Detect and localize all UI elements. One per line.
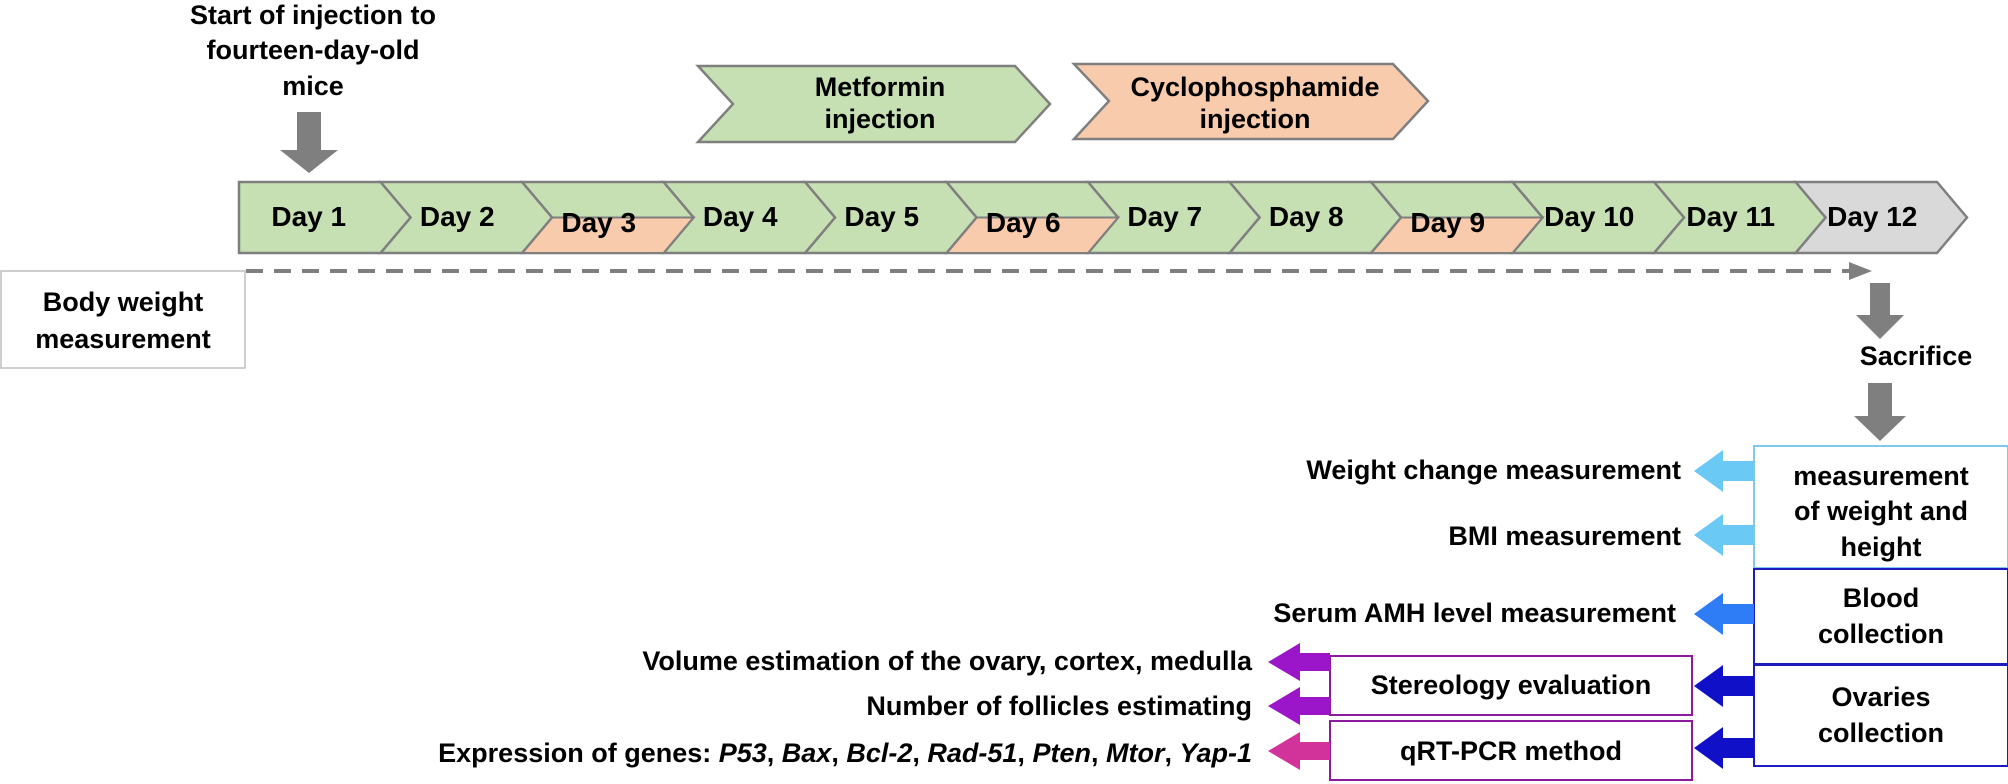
metformin-label-line1: Metformin [815, 72, 946, 102]
follicles-arrow-icon [1268, 687, 1330, 725]
day-segment: Day 4 [660, 180, 837, 255]
day-label: Day 10 [1544, 201, 1634, 232]
sacrifice-down-arrow-icon [1854, 383, 1906, 441]
body-weight-dashed-arrow [246, 262, 1872, 280]
day-label: Day 2 [420, 201, 495, 232]
gene-name: Bax [782, 738, 833, 768]
genes-arrow-icon [1268, 732, 1330, 770]
start-label-line2: fourteen-day-old [207, 35, 420, 65]
day12-down-arrow-icon [1856, 283, 1904, 339]
gene-name: Bcl-2 [846, 738, 912, 768]
day-timeline: Day 12 Day 11 Day 10 Day 9 Day 8 Day 7 Day 6 Da… [237, 180, 1969, 255]
gene-separator: , [1091, 738, 1106, 768]
gene-separator: , [767, 738, 782, 768]
weight-change-outcome: Weight change measurement [1306, 455, 1681, 485]
ovaries-line1: Ovaries [1831, 682, 1930, 712]
ovaries-collection-box: Ovaries collection [1753, 664, 2008, 767]
gene-expression-outcome: Expression of genes: P53, Bax, Bcl-2, Ra… [438, 738, 1252, 768]
blood-line2: collection [1818, 619, 1944, 649]
sacrifice-label: Sacrifice [1860, 341, 1973, 371]
body-weight-box: Body weight measurement [0, 270, 246, 369]
dashed-arrow-head-icon [1849, 262, 1872, 280]
metformin-injection-arrow: Metformin injection [695, 64, 1052, 144]
day-label: Day 11 [1686, 201, 1775, 232]
bmi-arrow-icon [1694, 514, 1754, 556]
weight-height-line3: height [1841, 532, 1922, 562]
day-label: Day 8 [1269, 201, 1344, 232]
gene-separator: , [831, 738, 846, 768]
weight-height-line2: of weight and [1794, 496, 1968, 526]
weight-height-line1: measurement [1793, 461, 1969, 491]
amh-outcome: Serum AMH level measurement [1273, 598, 1676, 628]
blood-collection-box: Blood collection [1753, 568, 2008, 665]
qrtpcr-method-box: qRT-PCR method [1329, 720, 1693, 781]
day-segment: Day 10 [1509, 180, 1686, 255]
body-weight-line1: Body weight [43, 287, 204, 317]
day-segment: Day 9 [1368, 180, 1545, 255]
follicles-outcome: Number of follicles estimating [866, 691, 1252, 721]
cyclophosphamide-injection-arrow: Cyclophosphamide injection [1071, 62, 1430, 141]
ovaries-to-qrtpcr-arrow-icon [1694, 727, 1754, 769]
day-segment: Day 5 [802, 180, 979, 255]
day-label: Day 1 [271, 201, 346, 232]
blood-line1: Blood [1843, 583, 1919, 613]
start-annotation: Start of injection to fourteen-day-old m… [190, 0, 436, 173]
gene-name: Pten [1032, 738, 1091, 768]
stereology-label: Stereology evaluation [1371, 670, 1652, 700]
amh-arrow-icon [1694, 593, 1754, 635]
start-label-line1: Start of injection to [190, 0, 436, 30]
weight-height-collection-box: measurement of weight and height [1753, 445, 2008, 569]
body-weight-line2: measurement [35, 324, 211, 354]
ovaries-line2: collection [1818, 718, 1944, 748]
qrtpcr-label: qRT-PCR method [1400, 736, 1622, 766]
start-label-line3: mice [282, 71, 344, 101]
day-segment: Day 6 [943, 180, 1121, 255]
gene-separator: , [1017, 738, 1032, 768]
bmi-outcome: BMI measurement [1448, 521, 1681, 551]
day-label: Day 12 [1827, 201, 1917, 232]
day-segment: Day 12 [1792, 180, 1969, 255]
day-label: Day 7 [1127, 201, 1202, 232]
cyclophosphamide-label-line1: Cyclophosphamide [1130, 72, 1379, 102]
gene-name: Rad-51 [927, 738, 1017, 768]
stereology-evaluation-box: Stereology evaluation [1329, 655, 1693, 716]
day-label: Day 4 [703, 201, 778, 232]
day-label: Day 5 [844, 201, 919, 232]
start-down-arrow-icon [280, 112, 338, 173]
gene-separator: , [912, 738, 927, 768]
gene-name: P53 [719, 738, 767, 768]
weight-change-arrow-icon [1694, 450, 1754, 492]
gene-name: Mtor [1106, 738, 1166, 768]
gene-name: Yap-1 [1179, 738, 1252, 768]
volume-outcome: Volume estimation of the ovary, cortex, … [642, 646, 1253, 676]
day-label: Day 6 [986, 207, 1061, 238]
cyclophosphamide-label-line2: injection [1199, 104, 1310, 134]
gene-separator: , [1164, 738, 1179, 768]
volume-arrow-icon [1268, 643, 1330, 681]
day-segment: Day 1 [237, 180, 413, 255]
ovaries-to-stereology-arrow-icon [1694, 665, 1754, 707]
metformin-label-line2: injection [824, 104, 935, 134]
day-label: Day 9 [1410, 207, 1485, 238]
day-label: Day 3 [561, 207, 636, 238]
genes-prefix: Expression of genes: [438, 738, 719, 768]
